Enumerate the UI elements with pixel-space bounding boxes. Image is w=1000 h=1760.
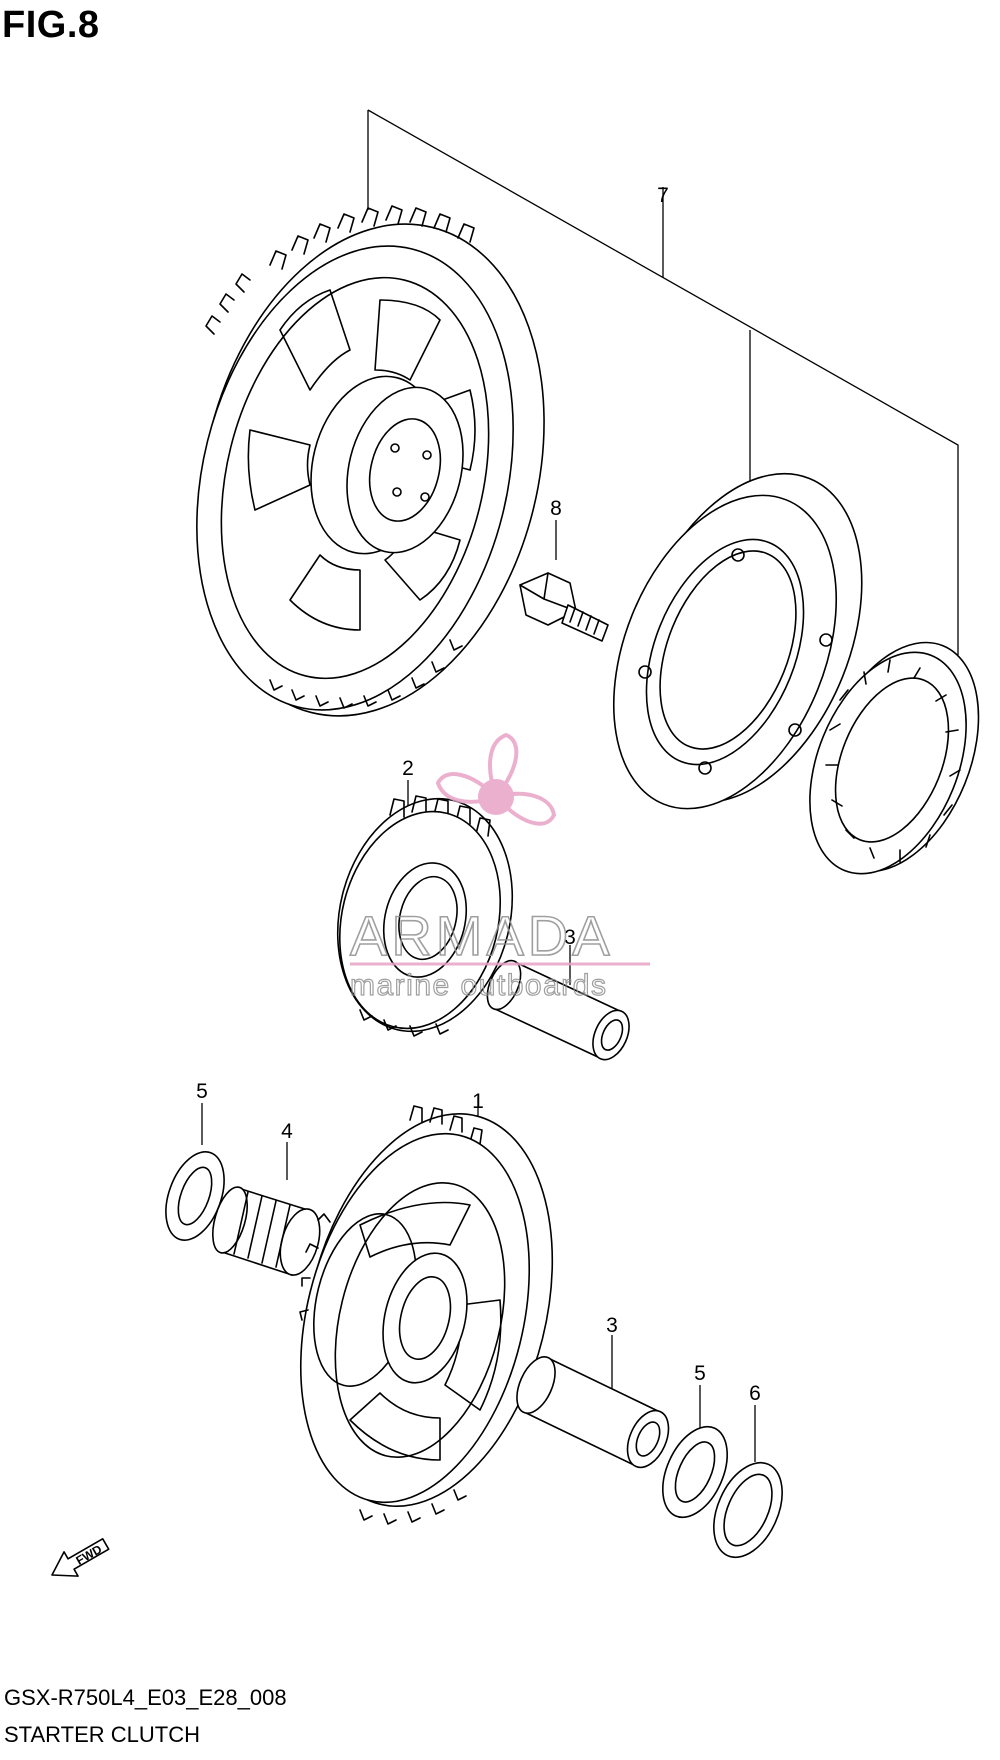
part-7-bracket-lines — [367, 109, 959, 655]
callout-7: 7 — [657, 184, 669, 207]
watermark-brand: ARMADA — [350, 904, 614, 967]
part-6-washer[interactable] — [700, 1405, 795, 1568]
part-4-needle-bearing[interactable] — [206, 1142, 326, 1280]
watermark-tagline: marine outboards — [350, 969, 607, 1002]
callout-3-lower: 3 — [606, 1314, 618, 1337]
section-name-label: STARTER CLUTCH — [4, 1722, 200, 1747]
part-3-shaft-lower[interactable] — [509, 1335, 676, 1474]
part-5-washer-lower[interactable] — [650, 1385, 740, 1527]
callout-4: 4 — [281, 1120, 293, 1143]
part-1-idle-gear[interactable] — [265, 1087, 591, 1532]
callout-5-lower: 5 — [694, 1362, 706, 1385]
part-7-clutch-housing[interactable] — [571, 439, 907, 841]
callout-5-left: 5 — [196, 1080, 208, 1103]
watermark: ARMADA marine outboards — [349, 732, 650, 1003]
model-code-label: GSX-R750L4_E03_E28_008 — [4, 1685, 287, 1710]
propeller-logo-icon — [435, 732, 557, 826]
part-7-one-way-clutch[interactable] — [780, 619, 1000, 897]
figure-title: FIG.8 — [2, 4, 100, 46]
callout-2: 2 — [402, 757, 414, 780]
fwd-arrow-icon: FWD — [51, 1538, 110, 1577]
part-2-idle-gear[interactable] — [314, 780, 536, 1050]
part-8-bolt[interactable] — [519, 520, 609, 642]
callout-3-upper: 3 — [564, 926, 576, 949]
part-7-starter-gear[interactable] — [150, 187, 593, 752]
callout-8: 8 — [550, 497, 562, 520]
part-3-shaft-upper[interactable] — [481, 945, 637, 1065]
callout-1: 1 — [472, 1090, 484, 1113]
callout-6: 6 — [749, 1382, 761, 1405]
